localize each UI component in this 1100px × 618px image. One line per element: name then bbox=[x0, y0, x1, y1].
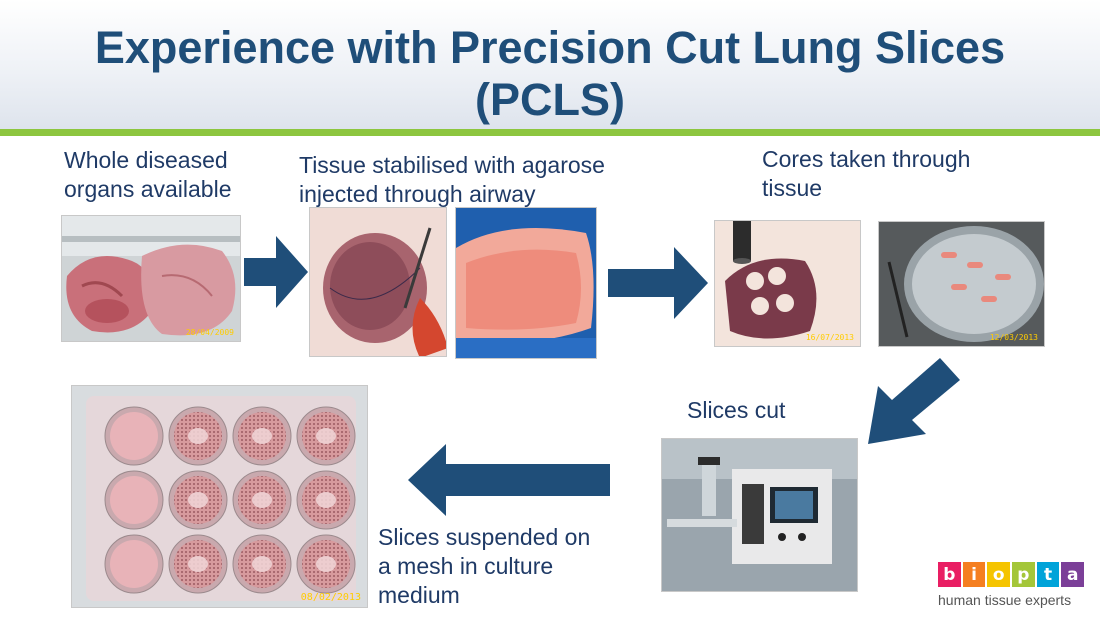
caption-slices-cut: Slices cut bbox=[687, 396, 785, 425]
logo-tagline: human tissue experts bbox=[938, 592, 1072, 608]
slide-header bbox=[0, 0, 1100, 132]
logo-letter: i bbox=[962, 562, 986, 587]
caption-line: tissue bbox=[762, 175, 823, 201]
arrow-down-left-icon bbox=[868, 358, 960, 444]
slide-title: Experience with Precision Cut Lung Slice… bbox=[0, 22, 1100, 126]
culture-plate-illustration bbox=[72, 386, 367, 607]
lungs-illustration bbox=[62, 216, 240, 341]
arrow-right-icon bbox=[244, 236, 308, 308]
tissue-slice bbox=[252, 492, 272, 508]
photo-date-stamp: 28/04/2009 bbox=[185, 328, 234, 337]
agarose-illustration bbox=[310, 208, 446, 356]
well-medium bbox=[110, 476, 158, 524]
caption-line: medium bbox=[378, 582, 460, 608]
accent-divider bbox=[0, 129, 1100, 136]
well-medium bbox=[110, 540, 158, 588]
photo-date-stamp: 12/03/2013 bbox=[989, 333, 1038, 342]
caption-line: Tissue stabilised with agarose bbox=[299, 152, 605, 178]
photo-date-stamp: 16/07/2013 bbox=[805, 333, 854, 342]
tissue-slab-illustration bbox=[456, 208, 596, 358]
caption-whole-organs: Whole diseased organs available bbox=[64, 146, 232, 204]
caption-line: Slices cut bbox=[687, 397, 786, 423]
photo-whole-lungs: 28/04/2009 bbox=[61, 215, 241, 342]
photo-cores: 16/07/2013 bbox=[714, 220, 861, 347]
photo-agarose-tissue bbox=[455, 207, 597, 359]
logo-letter: b bbox=[938, 562, 961, 587]
photo-petri-dish: 12/03/2013 bbox=[878, 221, 1045, 347]
well-medium bbox=[110, 412, 158, 460]
logo-letter: t bbox=[1036, 562, 1060, 587]
tissue-slice bbox=[188, 428, 208, 444]
caption-line: Whole diseased bbox=[64, 147, 228, 173]
petri-dish-illustration bbox=[879, 222, 1044, 346]
arrow-left-icon bbox=[408, 444, 610, 516]
slide-title-line1: Experience with Precision Cut Lung Slice… bbox=[94, 22, 1006, 73]
caption-line: a mesh in culture bbox=[378, 553, 554, 579]
photo-culture-plate: 08/02/2013 bbox=[71, 385, 368, 608]
tissue-slice bbox=[188, 556, 208, 572]
caption-line: injected through airway bbox=[299, 181, 536, 207]
caption-suspended: Slices suspended on a mesh in culture me… bbox=[378, 523, 590, 610]
arrow-right-icon bbox=[608, 247, 708, 319]
caption-line: Slices suspended on bbox=[378, 524, 591, 550]
caption-stabilised: Tissue stabilised with agarose injected … bbox=[299, 151, 605, 209]
slicer-illustration bbox=[662, 439, 857, 591]
logo-letter: a bbox=[1061, 562, 1085, 587]
tissue-slice bbox=[252, 556, 272, 572]
photo-date-stamp: 08/02/2013 bbox=[300, 592, 361, 603]
logo-letter: p bbox=[1012, 562, 1035, 587]
tissue-slice bbox=[316, 492, 336, 508]
caption-cores: Cores taken through tissue bbox=[762, 145, 970, 203]
caption-line: organs available bbox=[64, 176, 232, 202]
tissue-slice bbox=[316, 556, 336, 572]
tissue-slice bbox=[316, 428, 336, 444]
tissue-slice bbox=[252, 428, 272, 444]
cores-illustration bbox=[715, 221, 860, 346]
caption-line: Cores taken through bbox=[762, 146, 971, 172]
photo-slicer-machine bbox=[661, 438, 858, 592]
logo-letter: o bbox=[987, 562, 1011, 587]
photo-agarose-injection bbox=[309, 207, 447, 357]
slide-title-line2: (PCLS) bbox=[475, 74, 625, 125]
tissue-slice bbox=[188, 492, 208, 508]
